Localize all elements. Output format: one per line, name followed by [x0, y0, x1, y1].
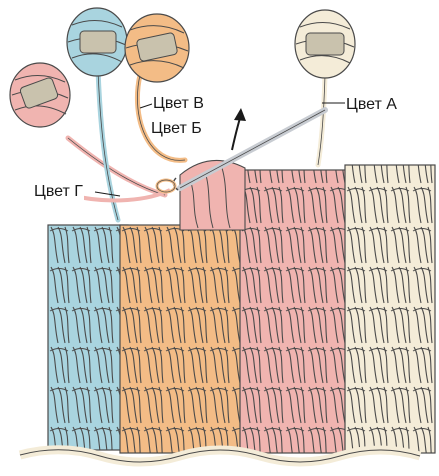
- label-color-v: Цвет В: [152, 95, 205, 113]
- yarn-ball-icon: [10, 63, 70, 127]
- yarn-ball-icon: [295, 10, 355, 78]
- fabric-color-g: [48, 225, 128, 450]
- fabric-color-a: [345, 165, 435, 453]
- fabric-color-b: [120, 225, 245, 453]
- yarn-strand-light-blue: [98, 70, 118, 220]
- label-color-b: Цвет Б: [150, 120, 203, 138]
- yarn-ball-icon: [67, 8, 127, 76]
- fabric-color-v: [240, 170, 350, 453]
- yarn-strand-a: [318, 75, 325, 165]
- label-color-a: Цвет А: [345, 96, 398, 114]
- leader-line-v: [140, 104, 152, 108]
- yarn-strand-b: [137, 75, 185, 160]
- leader-line-g: [95, 192, 120, 196]
- arrow-up-icon: [232, 108, 246, 150]
- yarn-ball-icon: [125, 14, 189, 82]
- label-color-g: Цвет Г: [33, 183, 84, 201]
